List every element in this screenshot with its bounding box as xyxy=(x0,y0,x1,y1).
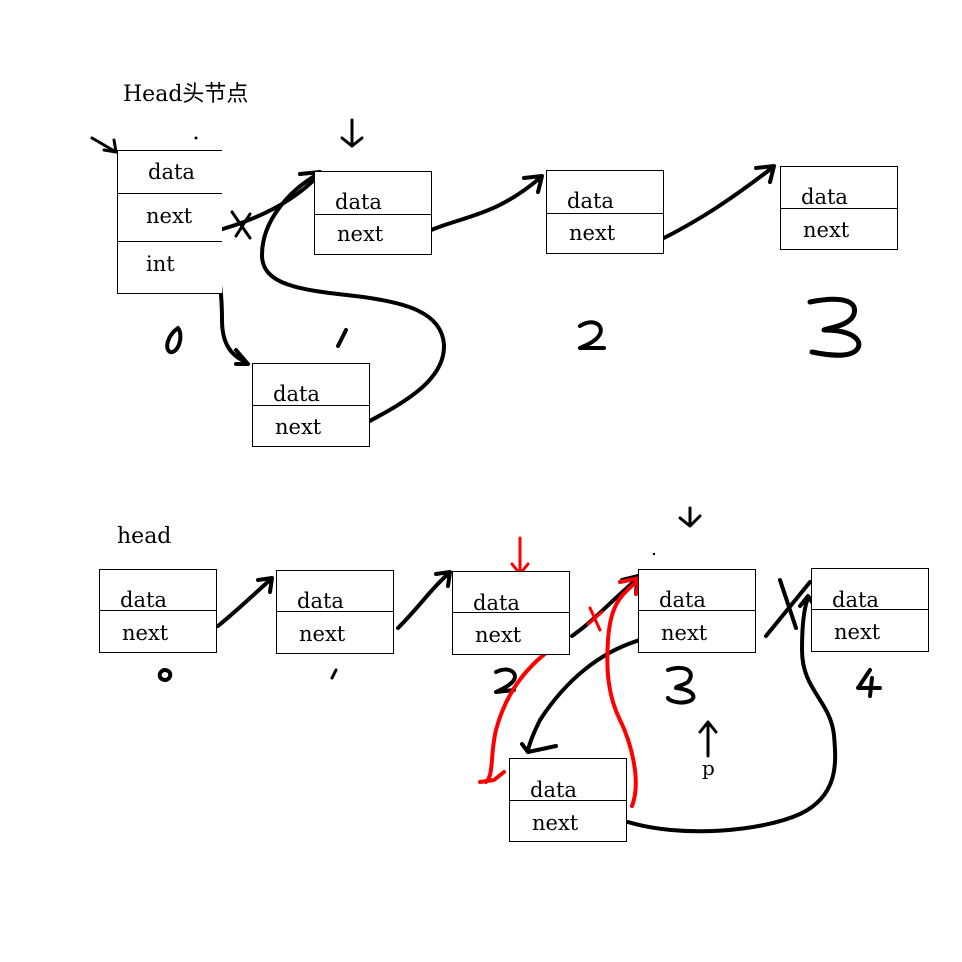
field-data: data xyxy=(659,588,706,612)
arrow-new-node-to-node1 xyxy=(260,172,447,426)
pointer-arrow xyxy=(698,720,718,758)
red-cross-mark xyxy=(586,606,604,632)
arrow-b3-to-new xyxy=(520,638,642,754)
dot-mark xyxy=(194,136,198,140)
field-data: data xyxy=(273,382,320,406)
field-data: data xyxy=(567,189,614,213)
field-data: data xyxy=(120,588,167,612)
field-next: next xyxy=(277,611,393,655)
entry-arrow xyxy=(90,136,118,154)
arrow-node1-to-node2 xyxy=(416,174,544,238)
field-next: next xyxy=(781,208,897,251)
red-down-arrow xyxy=(510,536,530,576)
index-2-bottom xyxy=(494,667,517,694)
index-1-bottom xyxy=(330,668,338,680)
field-next: next xyxy=(547,213,663,255)
red-arrow-b2-to-new xyxy=(478,648,552,784)
bottom-node-1: data next xyxy=(276,570,394,654)
arrow-b1-to-b2 xyxy=(396,570,452,630)
arrow-b0-to-b1 xyxy=(216,576,274,628)
top-title: Head头节点 xyxy=(123,82,249,107)
bottom-title: head xyxy=(117,524,172,549)
bottom-node-2: data next xyxy=(452,571,570,655)
top-node-2: data next xyxy=(546,170,664,254)
field-next: next xyxy=(453,612,569,656)
field-data: data xyxy=(530,778,577,802)
field-next: next xyxy=(100,610,216,654)
top-node-1: data next xyxy=(314,171,432,255)
top-node-3: data next xyxy=(780,166,898,250)
arrow-b2-to-b3 xyxy=(570,574,640,638)
bottom-node-new: data next xyxy=(509,758,627,842)
index-1-top xyxy=(336,328,348,348)
index-2-top xyxy=(578,320,606,350)
field-data: data xyxy=(832,588,879,612)
top-node-new: data next xyxy=(252,363,370,447)
field-data: data xyxy=(473,591,520,615)
insert-arrow-bottom xyxy=(678,506,702,528)
cross-mark-bottom xyxy=(764,578,812,638)
arrow-node2-to-node3 xyxy=(658,164,776,242)
top-node-head: data next int xyxy=(117,150,222,294)
index-4-bottom xyxy=(856,668,882,698)
insert-arrow-top xyxy=(340,118,364,148)
bottom-node-0: data next xyxy=(99,569,217,653)
field-data: data xyxy=(297,589,344,613)
cross-mark-top xyxy=(230,210,252,240)
index-0-top xyxy=(165,326,183,355)
field-next: next xyxy=(510,800,626,843)
field-data: data xyxy=(335,190,382,214)
field-next: next xyxy=(639,610,755,654)
bottom-node-4: data next xyxy=(811,568,929,652)
index-0-bottom xyxy=(157,668,173,682)
field-int: int xyxy=(118,241,222,295)
field-data: data xyxy=(801,185,848,209)
index-3-bottom xyxy=(666,665,696,705)
bottom-node-3: data next xyxy=(638,569,756,653)
index-3-top xyxy=(807,296,862,358)
field-data: data xyxy=(148,160,195,184)
field-next: next xyxy=(812,609,928,653)
field-next: next xyxy=(315,214,431,256)
dot-mark-bottom xyxy=(652,552,656,556)
field-next: next xyxy=(253,405,369,448)
field-next: next xyxy=(118,193,222,241)
pointer-label: p xyxy=(702,756,715,780)
